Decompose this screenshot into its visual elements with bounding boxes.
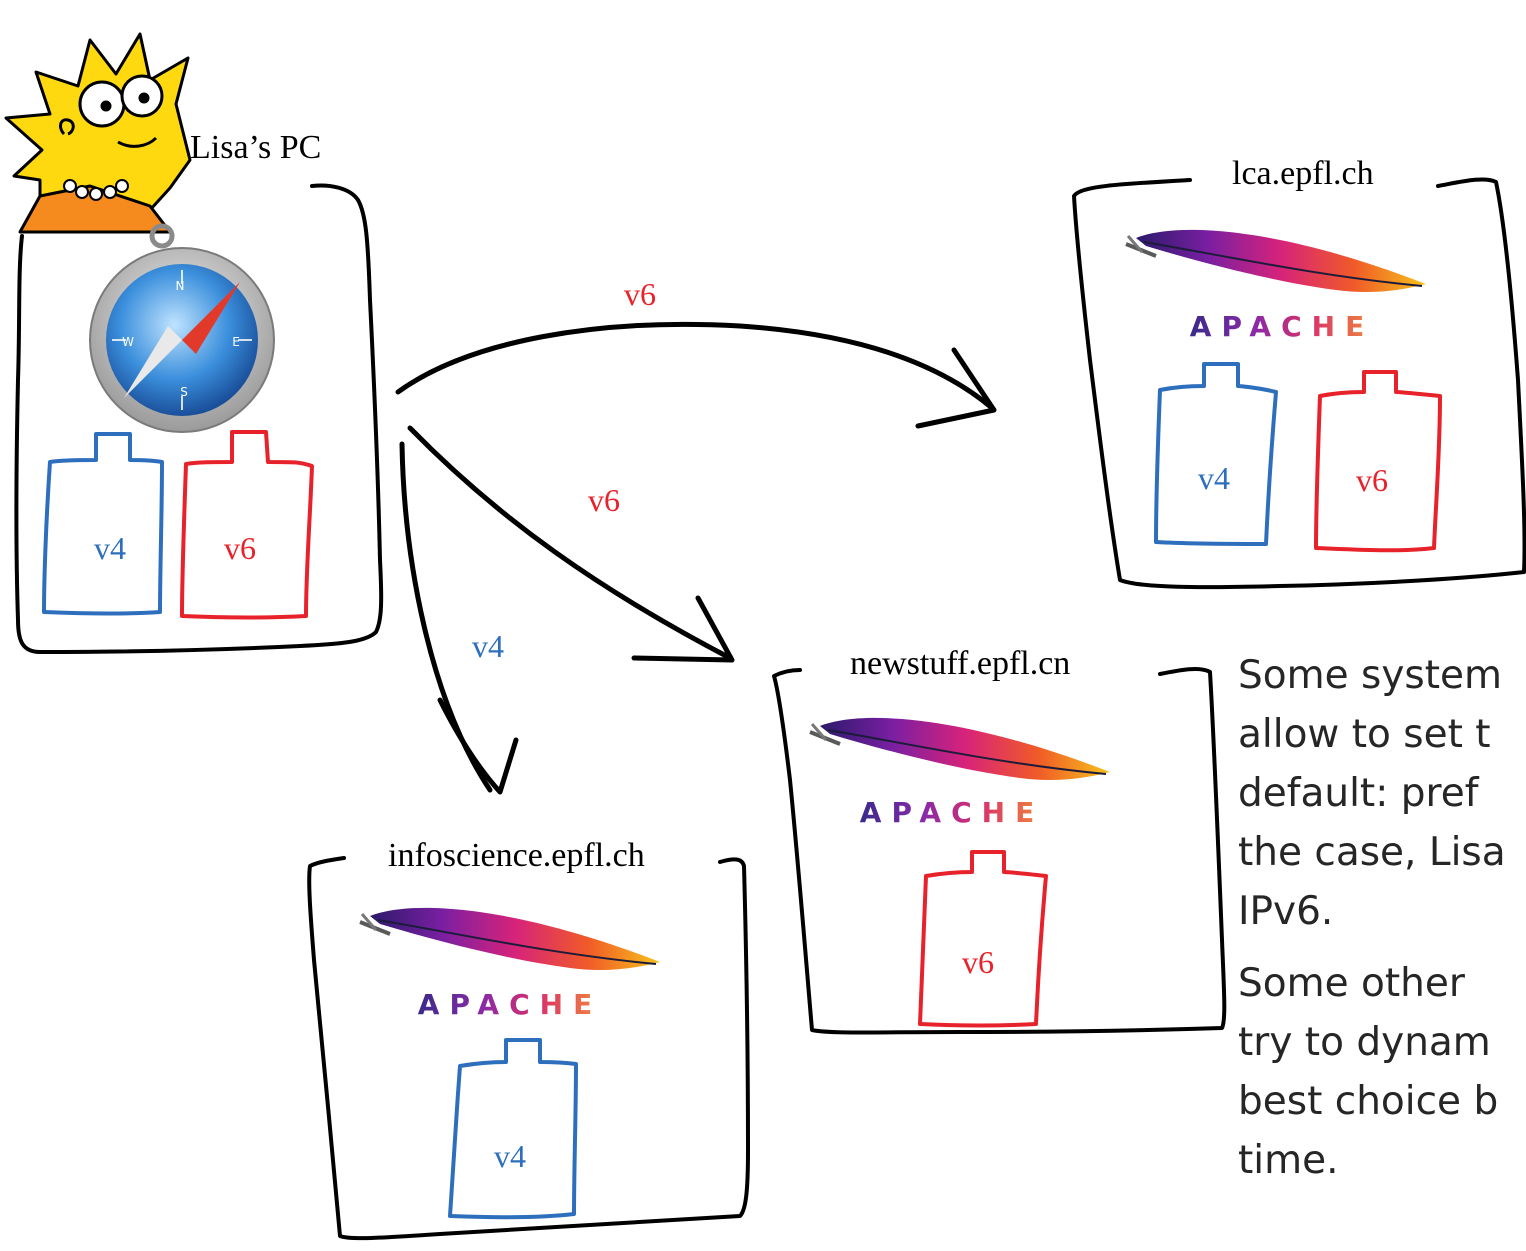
infoscience-stack-v4-label: v4: [494, 1138, 526, 1174]
server-label-newstuff: newstuff.epfl.cn: [842, 644, 1079, 684]
apache-wordmark-infoscience: APACHE: [418, 988, 602, 1021]
apache-logo-newstuff: APACHE: [808, 715, 1112, 829]
server-box-newstuff: [772, 666, 1227, 1035]
connection-label-lca: v6: [624, 276, 656, 312]
note-line-5: IPv6.: [1238, 889, 1334, 934]
client-stack-v4-label: v4: [94, 530, 126, 566]
apache-wordmark-lca: APACHE: [1190, 310, 1374, 343]
apache-logo-lca: APACHE: [1124, 227, 1428, 343]
server-label-infoscience: infoscience.epfl.ch: [380, 836, 653, 876]
newstuff-stack-v6: [918, 850, 1048, 1028]
client-stack-v6: [180, 430, 314, 620]
svg-text:W: W: [122, 335, 134, 349]
lisa-simpson-icon: [4, 32, 192, 234]
arrow-to-lca: [395, 321, 997, 429]
svg-text:E: E: [232, 335, 240, 349]
lca-stack-v6: [1314, 370, 1442, 553]
note-line-1: Some system: [1238, 653, 1502, 698]
arrow-to-newstuff: [407, 425, 735, 663]
safari-compass-icon: N E W S: [89, 223, 275, 433]
newstuff-stack-v6-label: v6: [962, 944, 994, 980]
note-line-8: best choice b: [1238, 1079, 1499, 1124]
arrow-to-infoscience: [399, 441, 519, 795]
infoscience-stack-v4: [448, 1038, 578, 1220]
apache-logo-infoscience: APACHE: [358, 905, 662, 1021]
note-line-2: allow to set t: [1238, 712, 1491, 757]
client-label: Lisa’s PC: [190, 129, 322, 166]
note-line-9: time.: [1238, 1138, 1339, 1183]
apache-wordmark-newstuff: APACHE: [860, 796, 1044, 829]
svg-text:N: N: [176, 279, 185, 293]
connection-label-infoscience: v4: [472, 628, 504, 664]
client-stack-v6-label: v6: [224, 530, 256, 566]
lca-stack-v6-label: v6: [1356, 462, 1388, 498]
lca-stack-v4: [1154, 362, 1278, 546]
note-line-6: Some other: [1238, 961, 1465, 1006]
server-label-lca: lca.epfl.ch: [1224, 154, 1382, 194]
server-box-lca: [1072, 177, 1526, 590]
connection-label-newstuff: v6: [588, 482, 620, 518]
client-box: [14, 183, 384, 654]
lca-stack-v4-label: v4: [1198, 460, 1230, 496]
note-line-3: default: pref: [1238, 771, 1479, 816]
note-line-4: the case, Lisa: [1238, 830, 1506, 875]
note-line-7: try to dynam: [1238, 1020, 1491, 1065]
server-box-infoscience: [307, 856, 750, 1241]
client-stack-v4: [42, 432, 164, 616]
svg-text:S: S: [180, 385, 188, 399]
